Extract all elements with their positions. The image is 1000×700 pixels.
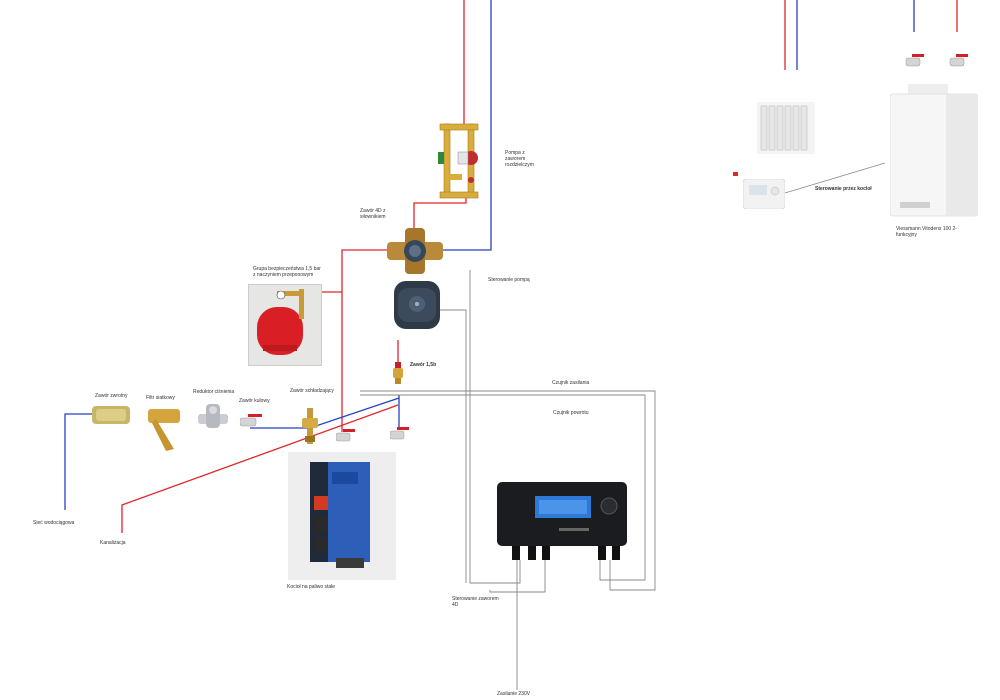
supply-sensor-label: Czujnik zasilania <box>552 380 590 386</box>
gas-boiler-wire <box>784 162 886 194</box>
ball-valve[interactable] <box>239 413 264 427</box>
water-main-left <box>64 413 92 510</box>
ball-valve-label: Zawór kulowy <box>239 398 270 404</box>
drain-label: Kanalizacja <box>100 540 126 546</box>
safety-group-label: Grupa bezpieczeństwa 1,5 bar z naczyniem… <box>253 266 321 278</box>
viessmann-label: Viessmann Vitodens 100 2- funkcyjny <box>896 226 957 238</box>
safety-valve-1-5[interactable] <box>391 362 405 384</box>
mixing-valve-4d[interactable] <box>387 228 443 274</box>
cooling-valve[interactable] <box>302 408 318 444</box>
controller-device[interactable] <box>497 482 627 546</box>
filter-label: Filtr siatkowy <box>146 395 175 401</box>
controller-plugs <box>508 546 628 564</box>
pump-group[interactable] <box>438 122 488 204</box>
thermostat-mark <box>733 172 738 176</box>
pump-label: Pompa z zaworem rozdzielczym <box>505 150 534 168</box>
cooling-valve-label: Zawór schładzający <box>290 388 334 394</box>
room-thermostat-icon[interactable] <box>742 178 786 210</box>
water-main-label: Sieć wodociągowa <box>33 520 75 526</box>
power-label: Zasilanie 230V <box>497 691 531 697</box>
water-main-pipe <box>250 395 400 429</box>
pump-control-label: Sterowanie pompą <box>488 277 530 283</box>
solid-fuel-boiler[interactable] <box>288 452 396 580</box>
reducer-label: Reduktor ciśnienia <box>193 389 235 395</box>
ball-valve-supply[interactable] <box>335 428 356 442</box>
valve4d-wire <box>489 560 546 593</box>
gas-boiler-icon[interactable] <box>889 84 979 220</box>
safety-group-expansion-vessel[interactable] <box>248 284 322 366</box>
supply-pipe-to-valve <box>413 198 467 232</box>
valve-actuator[interactable] <box>393 280 441 330</box>
mesh-filter[interactable] <box>148 405 180 451</box>
valve-15-label: Zawór 1,5b <box>410 362 437 368</box>
gas-boiler-valve-left[interactable] <box>904 53 926 67</box>
return-sensor-label: Czujnik powrotu <box>553 410 589 416</box>
return-pipe <box>440 0 492 251</box>
supply-pipe-left <box>341 249 392 432</box>
boiler-label: Kocioł na paliwo stałe <box>287 584 336 590</box>
valve-4d-label: Zawór 4D z siłownikiem <box>360 208 386 220</box>
pump-control-wire <box>469 270 521 584</box>
boiler-control-label: Sterowanie przez kocioł <box>815 186 872 192</box>
valve-control-wire <box>440 309 467 583</box>
gas-boiler-valve-right[interactable] <box>948 53 970 67</box>
ball-valve-return[interactable] <box>389 426 410 440</box>
check-valve[interactable] <box>92 404 130 426</box>
return-sensor-wire <box>360 394 646 581</box>
valve-control-label: Sterowanie zaworem 4D <box>452 596 499 608</box>
check-valve-label: Zawór zwrotny <box>95 393 128 399</box>
radiator-icon <box>757 102 815 154</box>
pressure-reducer[interactable] <box>198 404 228 430</box>
